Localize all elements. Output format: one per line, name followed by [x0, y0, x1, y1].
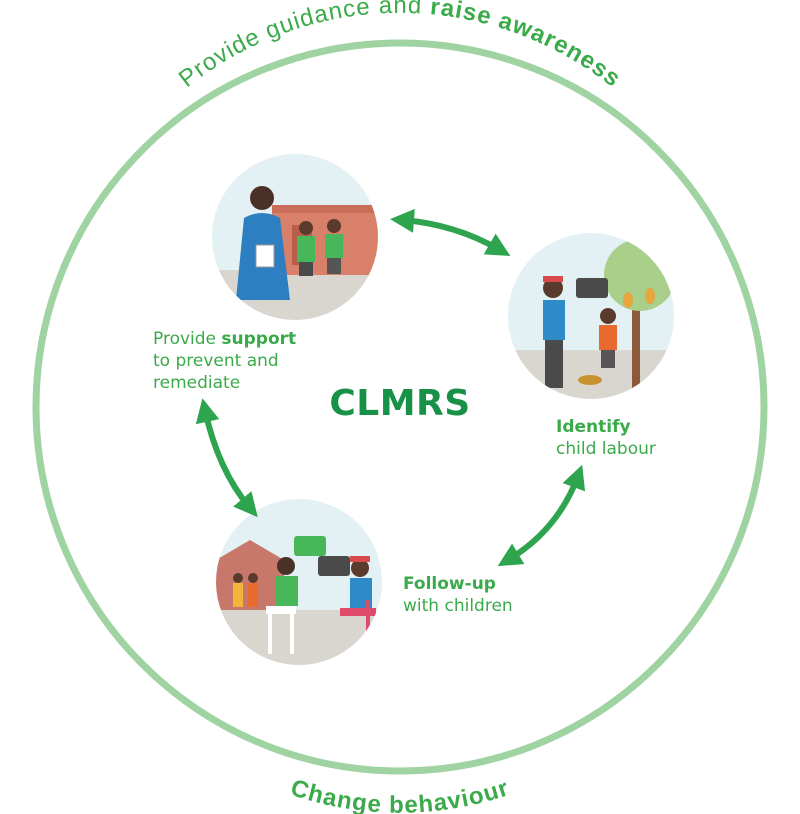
identify-child-labour-illustration	[508, 233, 674, 399]
step-label-followup: Follow-up with children	[403, 574, 513, 616]
cycle-arrow-icon	[390, 208, 511, 257]
outer-ring	[32, 39, 768, 775]
cycle-arrow-icon	[195, 398, 258, 518]
center-title: CLMRS	[329, 383, 471, 424]
ring-text-bottom: Change behaviour	[287, 774, 512, 814]
cycle-arrow-icon	[497, 464, 586, 567]
follow-up-meeting-illustration	[216, 499, 382, 665]
step-label-identify: Identify child labour	[556, 417, 656, 459]
step-label-support: Provide support to prevent and remediate	[153, 329, 297, 393]
teacher-with-students-illustration	[212, 154, 378, 320]
